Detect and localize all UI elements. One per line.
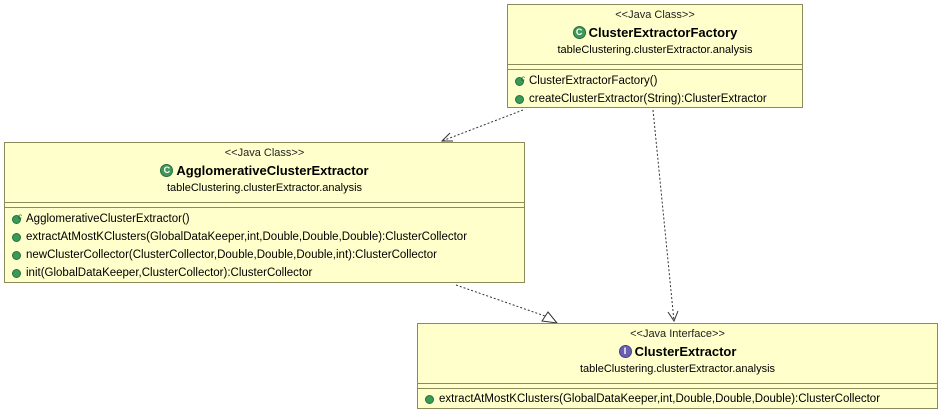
public-method-icon [425, 394, 434, 404]
public-method-icon [12, 232, 21, 242]
class-name-text: ClusterExtractorFactory [588, 25, 738, 40]
operation-signature: newClusterCollector(ClusterCollector,Dou… [26, 249, 437, 261]
dependency-arrowhead-agglomerative [440, 132, 453, 142]
operations-list: AgglomerativeClusterExtractor() extractA… [11, 208, 520, 282]
class-name: C ClusterExtractorFactory [508, 24, 802, 41]
operation-signature: extractAtMostKClusters(GlobalDataKeeper,… [439, 393, 881, 405]
operation-signature: AgglomerativeClusterExtractor() [26, 213, 190, 225]
operation-item[interactable]: init(GlobalDataKeeper,ClusterCollector):… [11, 264, 520, 282]
compartment-divider [418, 388, 937, 389]
operation-item[interactable]: AgglomerativeClusterExtractor() [11, 208, 520, 228]
operation-signature: init(GlobalDataKeeper,ClusterCollector):… [26, 267, 313, 279]
operation-item[interactable]: extractAtMostKClusters(GlobalDataKeeper,… [11, 228, 520, 246]
stereotype-label: <<Java Interface>> [630, 328, 725, 340]
operation-signature: ClusterExtractorFactory() [529, 75, 658, 87]
package-label: tableClustering.clusterExtractor.analysi… [579, 363, 776, 375]
compartment-divider [508, 64, 802, 65]
stereotype-label: <<Java Class>> [224, 147, 305, 159]
dependency-arrowhead-interface [667, 310, 679, 323]
stereotype-label: <<Java Class>> [615, 9, 695, 21]
public-method-icon [12, 250, 21, 260]
compartment-divider [5, 207, 524, 208]
operation-signature: createClusterExtractor(String):ClusterEx… [529, 93, 767, 105]
class-cluster-extractor-factory[interactable]: <<Java Class>> C ClusterExtractorFactory… [507, 4, 803, 108]
class-icon: C [160, 164, 174, 177]
package-label: tableClustering.clusterExtractor.analysi… [557, 44, 753, 56]
dependency-factory-to-agglomerative [441, 109, 524, 142]
class-agglomerative-cluster-extractor[interactable]: <<Java Class>> C AgglomerativeClusterExt… [4, 142, 525, 283]
public-method-icon [515, 94, 524, 104]
package-label: tableClustering.clusterExtractor.analysi… [166, 182, 363, 194]
public-method-icon [12, 268, 21, 278]
class-icon: C [572, 26, 586, 39]
interface-name: I ClusterExtractor [418, 343, 937, 360]
operations-list: ClusterExtractorFactory() createClusterE… [514, 70, 798, 108]
interface-icon: I [618, 345, 632, 358]
constructor-icon [515, 70, 525, 88]
realization-agglomerative-to-interface [455, 284, 546, 317]
operation-item[interactable]: newClusterCollector(ClusterCollector,Dou… [11, 246, 520, 264]
class-name-text: AgglomerativeClusterExtractor [176, 163, 369, 178]
realization-triangle [541, 311, 559, 324]
compartment-divider [418, 383, 937, 384]
operation-signature: extractAtMostKClusters(GlobalDataKeeper,… [26, 231, 468, 243]
dependency-factory-to-interface [652, 109, 675, 322]
operation-item[interactable]: createClusterExtractor(String):ClusterEx… [514, 90, 798, 108]
operation-item[interactable]: extractAtMostKClusters(GlobalDataKeeper,… [424, 390, 933, 408]
operations-list: extractAtMostKClusters(GlobalDataKeeper,… [424, 390, 933, 408]
interface-name-text: ClusterExtractor [634, 344, 737, 359]
compartment-divider [5, 202, 524, 203]
operation-item[interactable]: ClusterExtractorFactory() [514, 70, 798, 90]
compartment-divider [508, 69, 802, 70]
class-name: C AgglomerativeClusterExtractor [5, 162, 524, 179]
constructor-icon [12, 208, 22, 226]
interface-cluster-extractor[interactable]: <<Java Interface>> I ClusterExtractor ta… [417, 323, 938, 409]
